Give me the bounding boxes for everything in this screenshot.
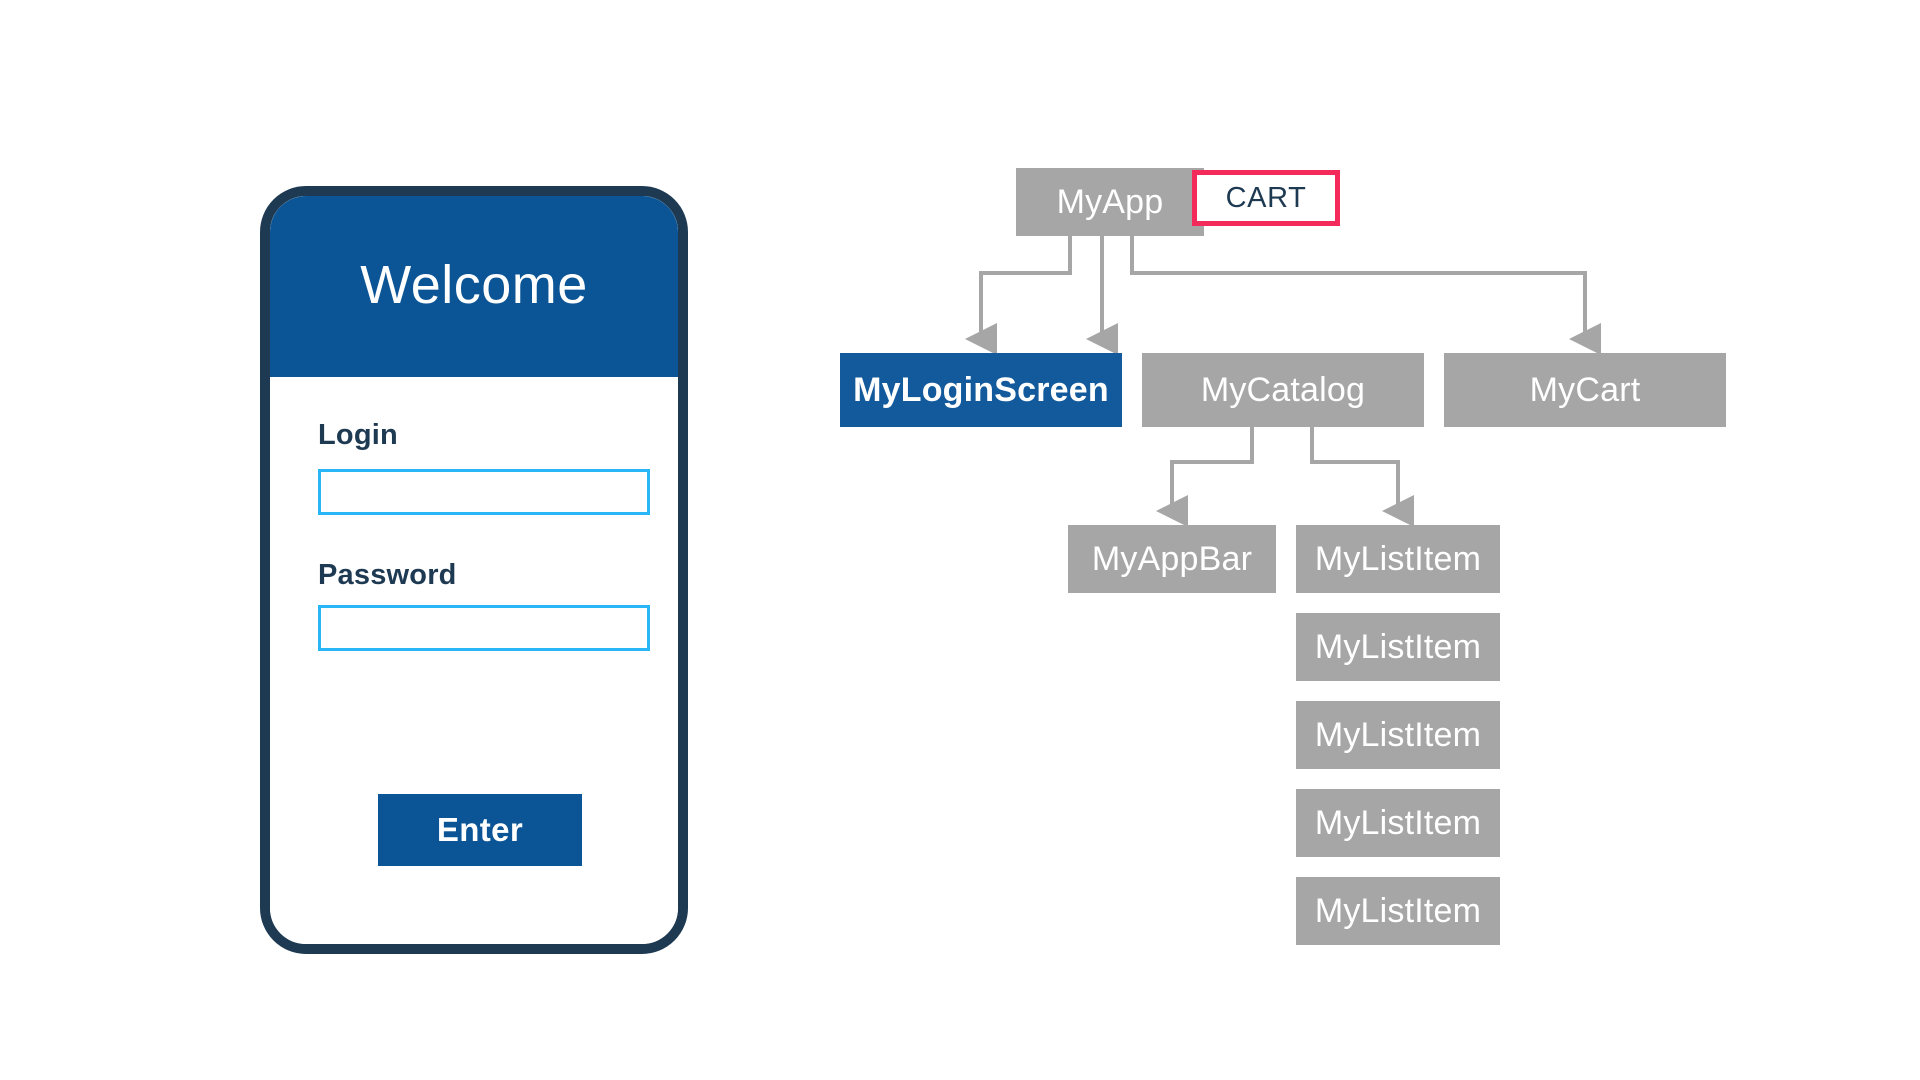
tree-connectors xyxy=(965,236,1601,527)
tree-node-mylistitem[interactable]: MyListItem xyxy=(1296,701,1500,769)
tree-node-mylistitem[interactable]: MyListItem xyxy=(1296,877,1500,945)
login-field-label: Login xyxy=(318,419,398,451)
widget-tree-diagram: MyApp CART MyLoginScreen MyCatalog MyCar… xyxy=(840,150,1840,980)
tree-node-mylistitem[interactable]: MyListItem xyxy=(1296,525,1500,593)
cart-annotation-callout[interactable]: CART xyxy=(1192,170,1340,226)
edge-mycatalog-mylistitem xyxy=(1310,427,1414,527)
tree-node-mycart[interactable]: MyCart xyxy=(1444,353,1726,427)
app-bar-title: Welcome xyxy=(360,254,588,315)
tree-node-myappbar[interactable]: MyAppBar xyxy=(1068,525,1276,593)
login-input[interactable] xyxy=(318,469,650,515)
edge-mycatalog-myappbar xyxy=(1156,427,1254,527)
tree-node-mycatalog[interactable]: MyCatalog xyxy=(1142,353,1424,427)
tree-node-mylistitem[interactable]: MyListItem xyxy=(1296,613,1500,681)
login-form: Login Password Enter xyxy=(270,377,678,944)
tree-node-mylistitem[interactable]: MyListItem xyxy=(1296,789,1500,857)
edge-myapp-myloginscreen xyxy=(965,236,1072,355)
app-bar: Welcome xyxy=(270,196,678,377)
phone-mockup: Welcome Login Password Enter xyxy=(260,186,688,954)
password-input[interactable] xyxy=(318,605,650,651)
tree-node-myapp[interactable]: MyApp xyxy=(1016,168,1204,236)
enter-button[interactable]: Enter xyxy=(378,794,582,866)
tree-node-myloginscreen[interactable]: MyLoginScreen xyxy=(840,353,1122,427)
password-field-label: Password xyxy=(318,559,457,591)
edge-myapp-mycart xyxy=(1130,236,1601,355)
phone-screen: Welcome Login Password Enter xyxy=(270,196,678,944)
